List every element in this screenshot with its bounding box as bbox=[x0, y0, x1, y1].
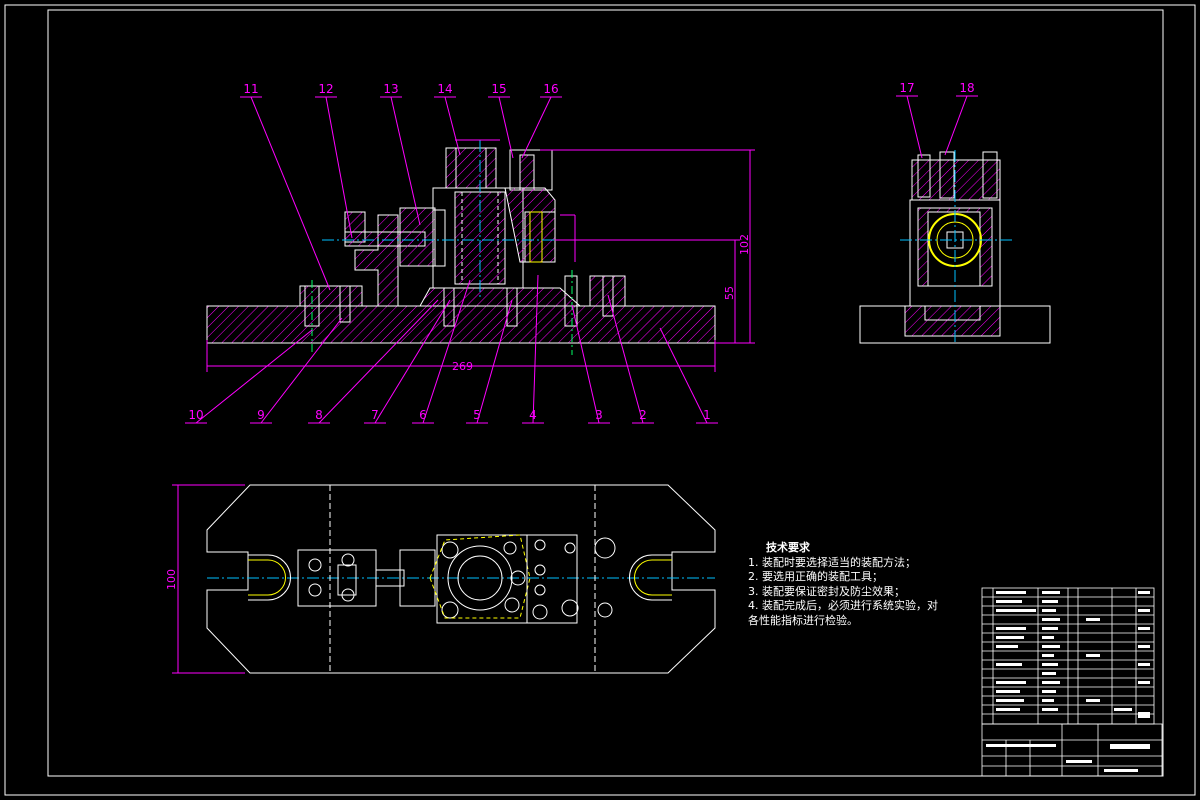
callout-8: 8 bbox=[315, 408, 323, 422]
inner-frame bbox=[47, 9, 1164, 777]
callout-18: 18 bbox=[959, 81, 974, 95]
callout-9: 9 bbox=[257, 408, 265, 422]
front-dimensions bbox=[206, 139, 755, 372]
leader-lines bbox=[185, 96, 718, 424]
requirement-item-continuation: 各性能指标进行检验。 bbox=[748, 613, 858, 627]
dim-overall-length: 269 bbox=[452, 360, 473, 373]
dim-width: 100 bbox=[165, 569, 178, 590]
requirement-item: 3. 装配要保证密封及防尘效果； bbox=[748, 584, 905, 598]
side-top-cap bbox=[911, 159, 1001, 201]
requirement-item: 1. 装配时要选择适当的装配方法； bbox=[748, 555, 916, 569]
requirement-item: 4. 装配完成后，必须进行系统实验，对 bbox=[748, 599, 938, 612]
callout-7: 7 bbox=[371, 408, 379, 422]
top-view bbox=[206, 484, 716, 674]
callout-5: 5 bbox=[473, 408, 481, 422]
top-cap bbox=[445, 147, 497, 189]
title-block bbox=[981, 587, 1163, 777]
callout-1: 1 bbox=[703, 408, 711, 422]
top-main-bore bbox=[447, 545, 513, 611]
callout-2: 2 bbox=[639, 408, 647, 422]
callout-3: 3 bbox=[595, 408, 603, 422]
callout-6: 6 bbox=[419, 408, 427, 422]
callout-15: 15 bbox=[491, 82, 506, 96]
technical-requirements-title: 技术要求 bbox=[766, 541, 810, 554]
callout-13: 13 bbox=[383, 82, 398, 96]
side-view bbox=[859, 150, 1051, 345]
left-support bbox=[299, 285, 363, 307]
callout-numbers: 11 12 13 14 15 16 10 9 8 7 6 5 4 3 2 1 bbox=[188, 82, 710, 422]
left-slot bbox=[248, 554, 291, 601]
side-leaders bbox=[896, 95, 978, 159]
callout-14: 14 bbox=[437, 82, 452, 96]
callout-11: 11 bbox=[243, 82, 258, 96]
right-slot bbox=[629, 554, 672, 601]
outer-border bbox=[4, 4, 1196, 796]
top-base-outline bbox=[206, 484, 716, 674]
callout-17: 17 bbox=[899, 81, 914, 95]
callout-16: 16 bbox=[543, 82, 558, 96]
technical-requirements: 技术要求 1. 装配时要选择适当的装配方法； 2. 要选用正确的装配工具； 3.… bbox=[748, 541, 938, 628]
moving-jaw bbox=[399, 207, 436, 267]
callout-10: 10 bbox=[188, 408, 203, 422]
dim-overall-height: 102 bbox=[738, 234, 751, 255]
bolts bbox=[304, 275, 614, 327]
callout-4: 4 bbox=[529, 408, 537, 422]
callout-12: 12 bbox=[318, 82, 333, 96]
base-plate bbox=[206, 305, 716, 344]
title-block-marks bbox=[986, 591, 1150, 772]
right-block bbox=[589, 275, 626, 307]
front-view bbox=[206, 140, 716, 355]
requirement-item: 2. 要选用正确的装配工具； bbox=[748, 570, 883, 583]
top-dimension-width bbox=[172, 484, 245, 674]
dim-center-height: 55 bbox=[723, 286, 736, 300]
